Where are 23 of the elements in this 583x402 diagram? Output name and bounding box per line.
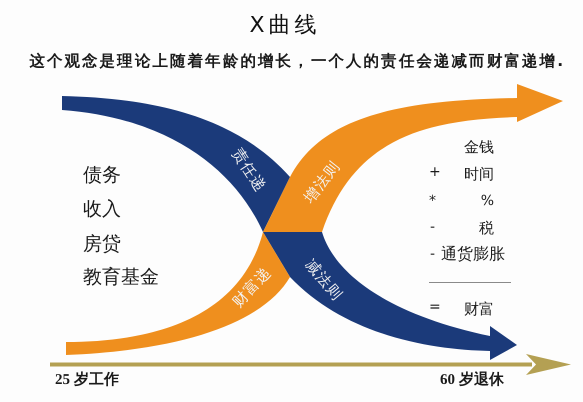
arrow-label: 减法则 <box>302 256 346 304</box>
formula-operator: * <box>429 193 436 210</box>
arrow-label: 责任递 <box>229 145 269 195</box>
axis-label: 25 岁工作 <box>55 371 119 389</box>
list-item: 房贷 <box>83 233 121 256</box>
formula-operator: - <box>430 246 436 263</box>
arrow-label: 财富递 <box>230 264 274 310</box>
formula-term: 财富 <box>464 300 494 318</box>
formula-term: 金钱 <box>464 138 494 156</box>
list-item: 收入 <box>83 198 121 221</box>
arrow-label: 增法则 <box>300 158 344 206</box>
axis-label: 60 岁退休 <box>440 371 504 389</box>
formula-term: 时间 <box>464 165 494 183</box>
formula-term: % <box>480 193 494 210</box>
formula-operator: + <box>429 164 441 181</box>
list-item: 教育基金 <box>83 266 159 289</box>
formula-term: 通货膨胀 <box>441 244 505 264</box>
formula-operator: = <box>429 299 441 316</box>
formula-operator: - <box>430 219 436 236</box>
list-item: 债务 <box>83 164 121 187</box>
subtitle: 这个观念是理论上随着年龄的增长，一个人的责任会递减而财富递增. <box>29 52 565 71</box>
formula-term: 税 <box>479 219 494 237</box>
title: X曲线 <box>249 13 321 40</box>
